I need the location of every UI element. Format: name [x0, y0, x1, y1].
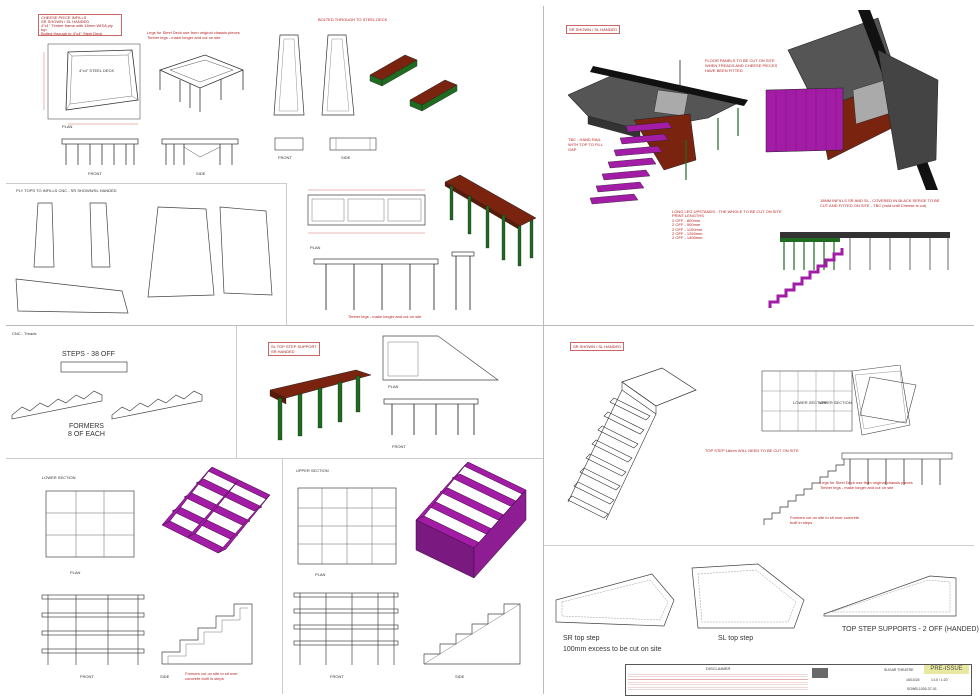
top-step-plan-label: PLAN	[388, 384, 399, 389]
stage-iso-detail	[765, 10, 939, 190]
panel-a-plan-label: PLAN	[62, 124, 73, 129]
panel-f-plan	[761, 365, 917, 436]
supports-label: TOP STEP SUPPORTS - 2 OFF (HANDED)	[842, 626, 979, 633]
title-block-date: 16/10/24	[906, 678, 920, 682]
title-block-heading: DISCLAIMER	[706, 666, 731, 671]
panel-f-formers-note: Formers cut on site to sit over concrete…	[790, 515, 860, 525]
title-block: DISCLAIMER SUGAR THEATRE 16/10/24 1:10 /…	[625, 664, 972, 696]
divider-panel-g-vert	[282, 458, 283, 694]
upper-section-title: UPPER SECTION	[296, 468, 329, 473]
divider-horizontal-left	[6, 325, 543, 326]
steps-count-label: STEPS - 38 OFF	[62, 351, 115, 358]
stair-iso-drawing	[567, 367, 697, 521]
title-block-project: SUGAR THEATRE	[884, 668, 914, 672]
cheese-piece-side-drawing	[161, 138, 239, 165]
timber-side-label: SIDE	[341, 155, 351, 160]
panel-f-lower-label: LOWER SECTION	[793, 400, 827, 405]
lower-section-front	[41, 594, 145, 665]
panel-c-title: SR SHOWN / SL HANDED	[566, 25, 621, 34]
lower-section-side	[161, 603, 253, 665]
divider-panel-a-b	[6, 183, 286, 184]
cheese-piece-title-box: CHEESE PIECE INFILLS SR SHOWN / SL HANDE…	[38, 14, 122, 36]
ply-top-front-drawing	[313, 258, 439, 310]
company-logo	[812, 668, 828, 678]
stage-elevation-drawing	[768, 232, 950, 308]
ply-top-side-drawing	[451, 251, 475, 310]
divider-panel-d-e	[6, 458, 543, 459]
timber-legs-note: Timber legs - make longer and cut on sit…	[348, 314, 422, 319]
lower-section-plan	[45, 490, 135, 558]
ply-tops-shapes	[15, 202, 273, 314]
sl-top-step-label: SL top step	[718, 635, 754, 642]
ply-top-plan-drawing	[307, 189, 426, 234]
formers-shapes	[11, 390, 203, 420]
lower-formers-note: Formers cut on site to sit over concrete…	[185, 671, 238, 681]
top-step-support-front	[383, 398, 479, 435]
lower-side-label: SIDE	[160, 674, 170, 679]
disclaimer-text-area	[628, 672, 808, 692]
excess-cut-label: 100mm excess to be cut on site	[563, 646, 662, 653]
title-block-scale: 1:10 / 1:20	[931, 678, 948, 682]
divider-panel-d-vert	[236, 326, 237, 458]
upper-section-front	[293, 592, 399, 665]
sl-top-step-shape	[691, 563, 805, 629]
upper-section-side	[423, 603, 521, 665]
upper-section-iso	[415, 462, 527, 579]
lower-section-iso	[161, 466, 271, 554]
floor-panels-note: FLOOR PANELS TO BE CUT ON SITE WHEN TREA…	[705, 58, 778, 73]
infill-serge-note: 18MM INFILLS SR AND SL - COVERED IN BLAC…	[820, 198, 940, 208]
bolted-label: BOLTED THROUGH TO STEEL DECK	[318, 17, 388, 22]
divider-panel-f-h	[544, 545, 974, 546]
top-step-support-iso	[269, 369, 372, 441]
panel-f-title: SR SHOWN / SL HANDED	[570, 342, 625, 351]
lower-front-label: FRONT	[80, 674, 94, 679]
ply-tops-title: PLY TOPS TO INFILLS CNC - SR SHOWN/SL HA…	[16, 188, 117, 193]
panel-f-elevation	[763, 452, 953, 525]
lower-plan-label: PLAN	[70, 570, 81, 575]
cheese-piece-plan-drawing	[43, 43, 141, 125]
upper-section-plan	[297, 487, 397, 565]
divider-horizontal-right	[544, 325, 974, 326]
cnc-treads-title: CNC - Treads	[12, 331, 37, 336]
step-tread-rect	[60, 361, 128, 373]
timber-frame-small-views	[274, 137, 377, 151]
upper-plan-label: PLAN	[315, 572, 326, 577]
timber-front-label: FRONT	[278, 155, 292, 160]
panel-a-front-label: FRONT	[88, 171, 102, 176]
long-leg-note: LONG LEG UPSTANDS - THE WHOLE TO BE CUT …	[672, 209, 782, 241]
divider-vertical	[543, 6, 544, 694]
top-step-support-shape	[823, 575, 957, 617]
panel-f-upper-label: UPPER SECTION	[819, 400, 852, 405]
upper-front-label: FRONT	[330, 674, 344, 679]
ply-top-plan-label: PLAN	[310, 245, 321, 250]
lower-section-title: LOWER SECTION	[42, 475, 76, 480]
panel-f-legs-note: Legs for Steel Deck use from original ch…	[820, 480, 913, 490]
cheese-piece-iso-drawing	[158, 54, 245, 112]
upper-side-label: SIDE	[455, 674, 465, 679]
title-block-drawing-no: SOWB-1000-37-01	[907, 687, 937, 691]
top-step-support-title: SL TOP STEP SUPPORT SR HANDED	[268, 342, 320, 356]
cheese-piece-front-drawing	[61, 138, 139, 165]
timber-frame-drawings	[273, 34, 355, 116]
top-step-front-label: FRONT	[392, 444, 406, 449]
panel-a-side-label: SIDE	[196, 171, 206, 176]
tbc-handrail-note: TBC - HAND RAIL WITH TOP TO FILL GAP	[568, 137, 603, 152]
title-block-status: PRE-ISSUE	[924, 665, 969, 674]
top-step-support-plan	[382, 335, 500, 381]
divider-panel-b-vert	[286, 183, 287, 325]
ply-top-iso-drawing	[444, 174, 537, 267]
legs-note: Legs for Steel Deck use from original ch…	[147, 30, 240, 40]
top-step-cut-note: TOP STEP 18mm WILL NEED TO BE CUT ON SIT…	[705, 448, 799, 453]
stage-iso-drawing	[568, 60, 748, 205]
sr-top-step-label: SR top step	[563, 635, 600, 642]
sr-top-step-shape	[555, 573, 675, 627]
steel-deck-label: 4"x4" STEEL DECK	[79, 68, 115, 73]
red-green-beams-iso	[369, 54, 458, 112]
formers-label: FORMERS 8 OF EACH	[68, 423, 105, 438]
